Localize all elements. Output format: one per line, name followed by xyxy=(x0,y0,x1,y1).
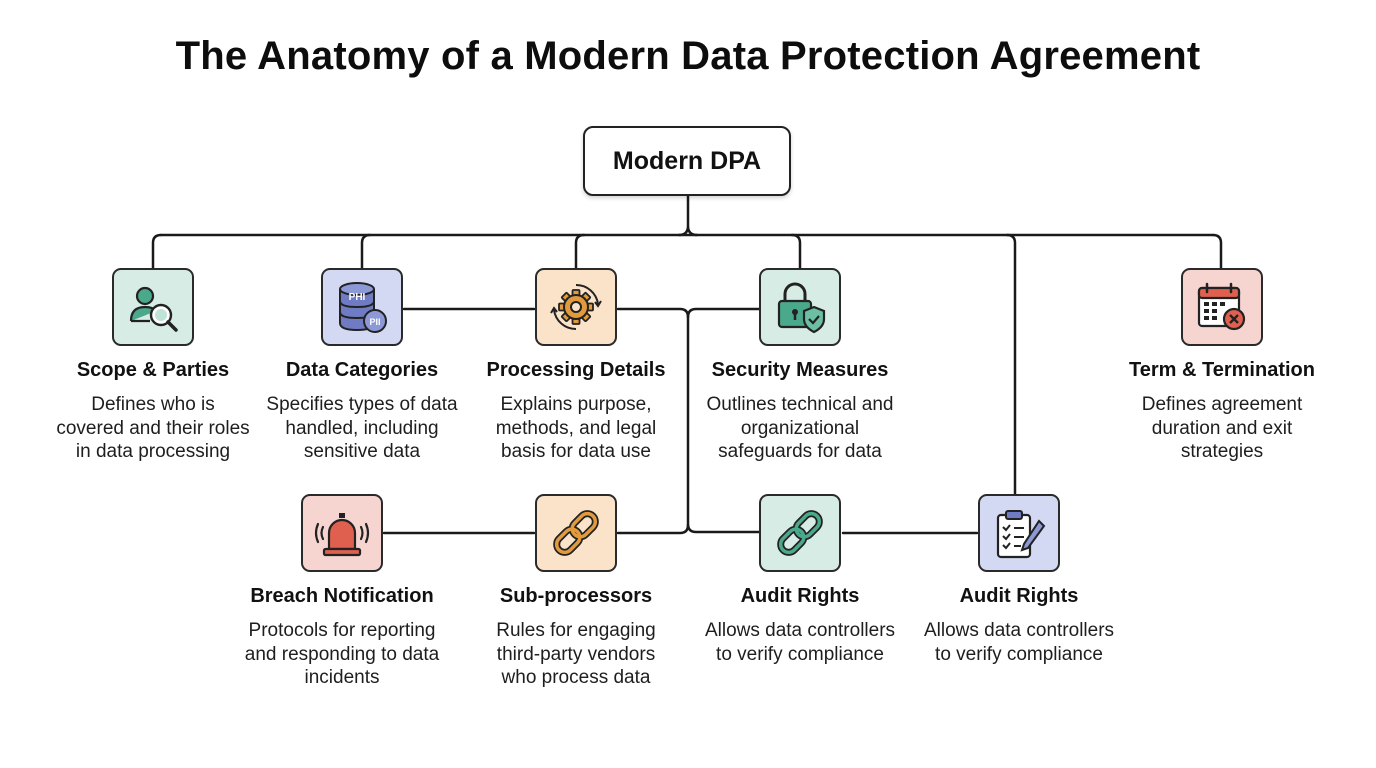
categories-description: Specifies types of data handled, includi… xyxy=(266,394,458,462)
breach-title: Breach Notification xyxy=(250,585,434,607)
audit1-description: Allows data controllers to verify compli… xyxy=(704,620,896,665)
audit2-title: Audit Rights xyxy=(959,585,1079,607)
branch-audit2 xyxy=(1005,233,1017,496)
security-description: Outlines technical and organizational sa… xyxy=(706,394,894,462)
chain-link-icon xyxy=(777,510,823,556)
scope-description: Defines who is covered and their roles i… xyxy=(56,394,250,462)
branch-categories xyxy=(360,233,372,270)
term-description: Defines agreement duration and exit stra… xyxy=(1141,394,1303,462)
diagram-title: The Anatomy of a Modern Data Protection … xyxy=(175,34,1201,78)
subprocessors-title: Sub-processors xyxy=(499,585,653,607)
audit1-icon-box xyxy=(759,494,841,572)
alarm-bell-icon xyxy=(314,513,370,557)
node-sub-processors: Sub-processors Rules for engaging third-… xyxy=(466,494,686,690)
audit1-title: Audit Rights xyxy=(740,585,860,607)
audit2-description: Allows data controllers to verify compli… xyxy=(923,620,1115,665)
term-title: Term & Termination xyxy=(1129,359,1315,381)
scope-title: Scope & Parties xyxy=(76,359,230,381)
link-security-junction xyxy=(686,307,761,319)
node-data-categories: PHI PII Data Categories Specifies types … xyxy=(252,268,472,464)
node-term-termination: Term & Termination Defines agreement dur… xyxy=(1112,268,1332,464)
branch-scope xyxy=(151,233,163,270)
processing-icon-box xyxy=(535,268,617,346)
node-audit-rights-2: Audit Rights Allows data controllers to … xyxy=(909,494,1129,666)
node-security-measures: Security Measures Outlines technical and… xyxy=(690,268,910,464)
scope-icon-box xyxy=(112,268,194,346)
person-search-icon xyxy=(129,286,178,332)
categories-icon-box: PHI PII xyxy=(321,268,403,346)
processing-description: Explains purpose, methods, and legal bas… xyxy=(495,394,657,462)
chain-link-icon xyxy=(553,510,599,556)
gear-cycle-icon xyxy=(550,283,602,331)
processing-title: Processing Details xyxy=(486,359,666,381)
branch-security xyxy=(790,233,802,270)
subprocessors-description: Rules for engaging third-party vendors w… xyxy=(496,620,656,688)
term-icon-box xyxy=(1181,268,1263,346)
node-scope-parties: Scope & Parties Defines who is covered a… xyxy=(43,268,263,464)
root-node-modern-dpa: Modern DPA xyxy=(583,126,791,196)
pii-label: PII xyxy=(369,317,380,327)
categories-title: Data Categories xyxy=(285,359,439,381)
link-subprocessors-junction xyxy=(616,523,690,535)
security-icon-box xyxy=(759,268,841,346)
database-icon: PHI PII xyxy=(339,282,387,333)
link-processing-security xyxy=(616,307,761,534)
root-stem-line xyxy=(677,194,699,237)
phi-label: PHI xyxy=(349,292,366,303)
security-title: Security Measures xyxy=(711,359,889,381)
node-breach-notification: Breach Notification Protocols for report… xyxy=(232,494,452,690)
node-processing-details: Processing Details Explains purpose, met… xyxy=(466,268,686,464)
breach-icon-box xyxy=(301,494,383,572)
breach-description: Protocols for reporting and responding t… xyxy=(244,620,440,688)
audit2-icon-box xyxy=(978,494,1060,572)
clipboard-checklist-icon xyxy=(996,510,1046,559)
branch-term xyxy=(1211,233,1223,270)
calendar-cancel-icon xyxy=(1197,282,1246,331)
branch-processing xyxy=(574,233,586,270)
subprocessors-icon-box xyxy=(535,494,617,572)
node-audit-rights-1: Audit Rights Allows data controllers to … xyxy=(690,494,910,666)
lock-shield-icon xyxy=(777,282,826,334)
